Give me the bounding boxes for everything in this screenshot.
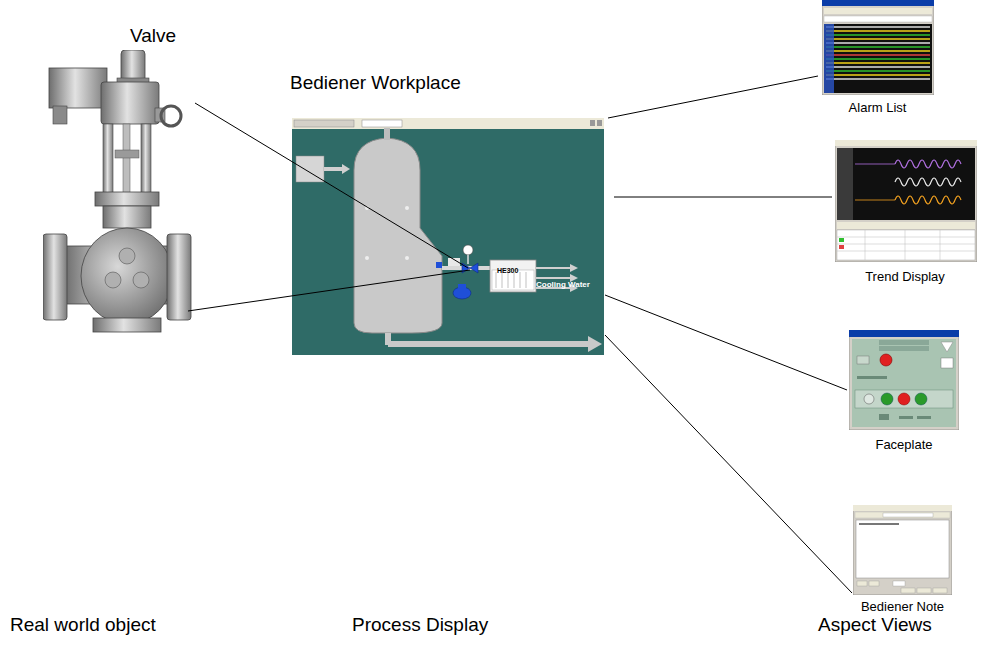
view-caption: Alarm List <box>815 100 940 115</box>
column-label: Real world object <box>10 614 156 636</box>
connector-line <box>614 197 832 198</box>
aspect-view: Trend Display <box>830 138 980 284</box>
object-heading: Bediener Workplace <box>290 72 616 94</box>
valve-object: Valve <box>40 25 294 340</box>
equipment-tag: HE300 <box>497 267 518 274</box>
object-heading: Valve <box>130 25 384 47</box>
alarm-list-screenshot <box>822 0 934 95</box>
view-caption: Faceplate <box>845 437 963 452</box>
bediener-note-screenshot <box>853 505 952 595</box>
view-caption: Bediener Note <box>845 599 960 614</box>
column-label: Aspect Views <box>818 614 932 636</box>
valve-illustration <box>43 50 193 340</box>
process-display-screenshot <box>292 118 604 355</box>
aspect-view: Alarm List <box>815 0 940 118</box>
aspect-view: Bediener Note <box>845 503 960 615</box>
process-display: Bediener WorkplaceHE300Cooling Water <box>288 70 614 358</box>
connector-line <box>608 76 818 118</box>
view-caption: Trend Display <box>830 269 980 284</box>
aspect-view: Faceplate <box>845 328 963 452</box>
faceplate-screenshot <box>849 330 959 430</box>
connector-line <box>605 335 852 593</box>
column-label: Process Display <box>352 614 488 636</box>
connector-line <box>605 295 847 390</box>
stream-label: Cooling Water <box>536 280 590 289</box>
trend-display-screenshot <box>835 140 977 262</box>
